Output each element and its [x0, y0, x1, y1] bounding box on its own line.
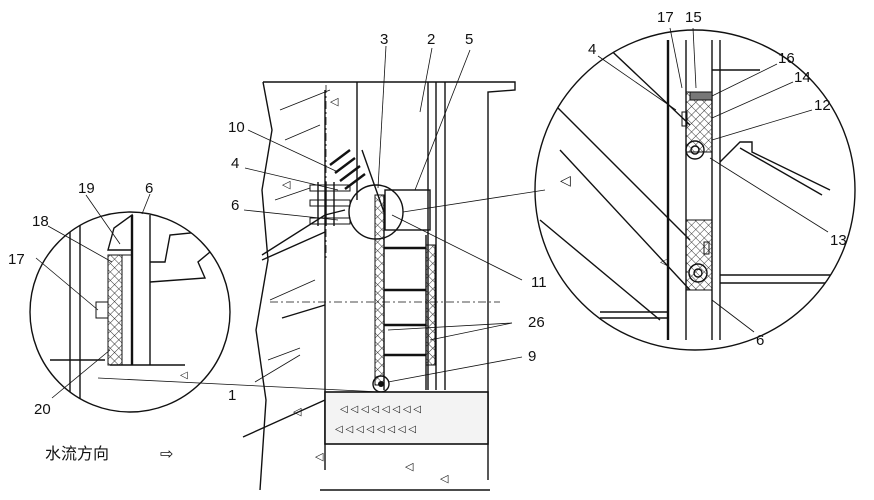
label-9: 9 — [528, 348, 536, 365]
svg-text:◁: ◁ — [282, 179, 291, 191]
label-17-right: 17 — [657, 9, 674, 26]
svg-text:◁ ◁ ◁ ◁ ◁ ◁ ◁ ◁: ◁ ◁ ◁ ◁ ◁ ◁ ◁ ◁ — [335, 424, 416, 435]
svg-text:◁: ◁ — [660, 257, 668, 268]
svg-text:◁: ◁ — [315, 451, 324, 463]
callout-labels: 3 2 5 10 4 6 11 26 9 1 19 6 18 17 20 17 … — [8, 9, 847, 418]
label-15: 15 — [685, 9, 702, 26]
label-1: 1 — [228, 387, 236, 404]
svg-text:◁: ◁ — [440, 473, 449, 485]
label-13: 13 — [830, 232, 847, 249]
gate-leaf — [374, 194, 436, 390]
gate-hinge-assembly — [309, 149, 431, 231]
foundation-block — [324, 391, 489, 445]
flow-arrow-icon: ⇨ — [160, 444, 173, 463]
left-detail: ◁ — [29, 193, 231, 413]
label-14: 14 — [794, 69, 811, 86]
svg-text:◁: ◁ — [293, 406, 302, 418]
label-17-left: 17 — [8, 251, 25, 268]
label-19: 19 — [78, 180, 95, 197]
label-12: 12 — [814, 97, 831, 114]
svg-text:◁: ◁ — [330, 96, 339, 108]
label-6-center: 6 — [231, 197, 239, 214]
svg-text:◁: ◁ — [180, 370, 188, 381]
label-3: 3 — [380, 31, 388, 48]
label-2: 2 — [427, 31, 435, 48]
caption-text: 水流方向 — [45, 444, 109, 463]
foundation-concrete-marks: ◁ ◁ ◁ ◁ ◁ ◁ ◁ ◁ ◁ ◁ ◁ ◁ ◁ ◁ ◁ ◁ — [335, 404, 421, 435]
label-4-right: 4 — [588, 41, 596, 58]
label-20: 20 — [34, 401, 51, 418]
label-18: 18 — [32, 213, 49, 230]
label-26: 26 — [528, 314, 545, 331]
label-4-center: 4 — [231, 155, 239, 172]
right-detail: ◁ ◁ — [534, 27, 856, 351]
central-leaders — [97, 45, 546, 393]
label-16: 16 — [778, 50, 795, 67]
svg-text:◁: ◁ — [405, 461, 414, 473]
label-6-left: 6 — [145, 180, 153, 197]
label-10: 10 — [228, 119, 245, 136]
label-11: 11 — [531, 274, 547, 291]
label-6-right: 6 — [756, 332, 764, 349]
central-elevation: ◁ ◁ ◁ ◁ ◁ ◁ ◁ ◁ ◁ ◁ ◁ ◁ ◁ ◁ ◁ ◁ ◁ ◁ ◁ ◁ … — [242, 81, 516, 491]
svg-text:◁: ◁ — [560, 172, 571, 188]
svg-text:◁ ◁ ◁ ◁ ◁ ◁ ◁ ◁: ◁ ◁ ◁ ◁ ◁ ◁ ◁ ◁ — [340, 404, 421, 415]
flow-direction-caption: 水流方向 ⇨ — [45, 444, 173, 463]
pivot-pin — [378, 381, 384, 387]
label-5: 5 — [465, 31, 473, 48]
